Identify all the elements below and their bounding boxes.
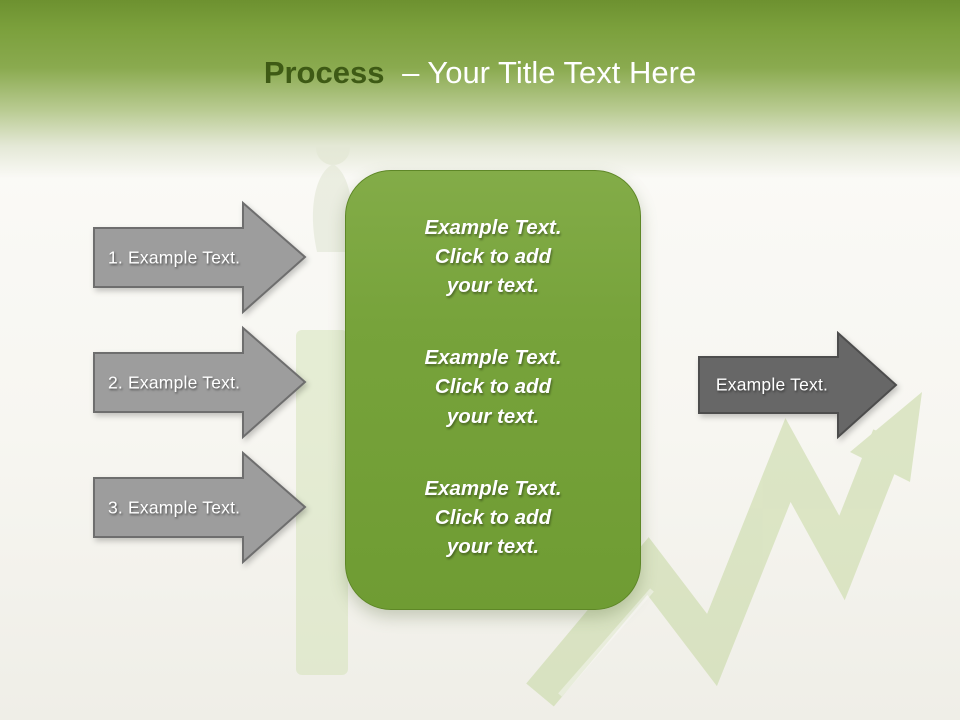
slide-title-rest: – Your Title Text Here (402, 55, 697, 90)
output-arrow: Example Text. (698, 331, 898, 439)
process-arrow-1: 1. Example Text. (93, 200, 308, 315)
panel-paragraph: Example Text. Click to add your text. (424, 216, 562, 298)
output-arrow-label: Example Text. (715, 374, 829, 395)
output-arrow-shape (698, 331, 898, 439)
process-arrow-2-label: 2. Example Text. (108, 372, 241, 392)
slide-title-bold: Process (263, 55, 385, 90)
panel-paragraph: Example Text. Click to add your text. (424, 346, 562, 428)
process-arrow-2: 2. Example Text. (93, 325, 308, 440)
process-arrow-1-label: 1. Example Text. (108, 247, 241, 267)
process-arrow-2-shape (93, 325, 307, 440)
slide-title: Process – Your Title Text Here (0, 54, 960, 91)
panel-paragraph: Example Text. Click to add your text. (424, 476, 562, 558)
process-arrow-3-shape (93, 450, 307, 565)
text-panel: Example Text. Click to add your text. Ex… (345, 170, 641, 610)
process-arrow-1-shape (93, 200, 307, 315)
process-arrow-3: 3. Example Text. (93, 450, 308, 565)
header-band (0, 0, 960, 178)
process-arrow-3-label: 3. Example Text. (108, 497, 241, 517)
